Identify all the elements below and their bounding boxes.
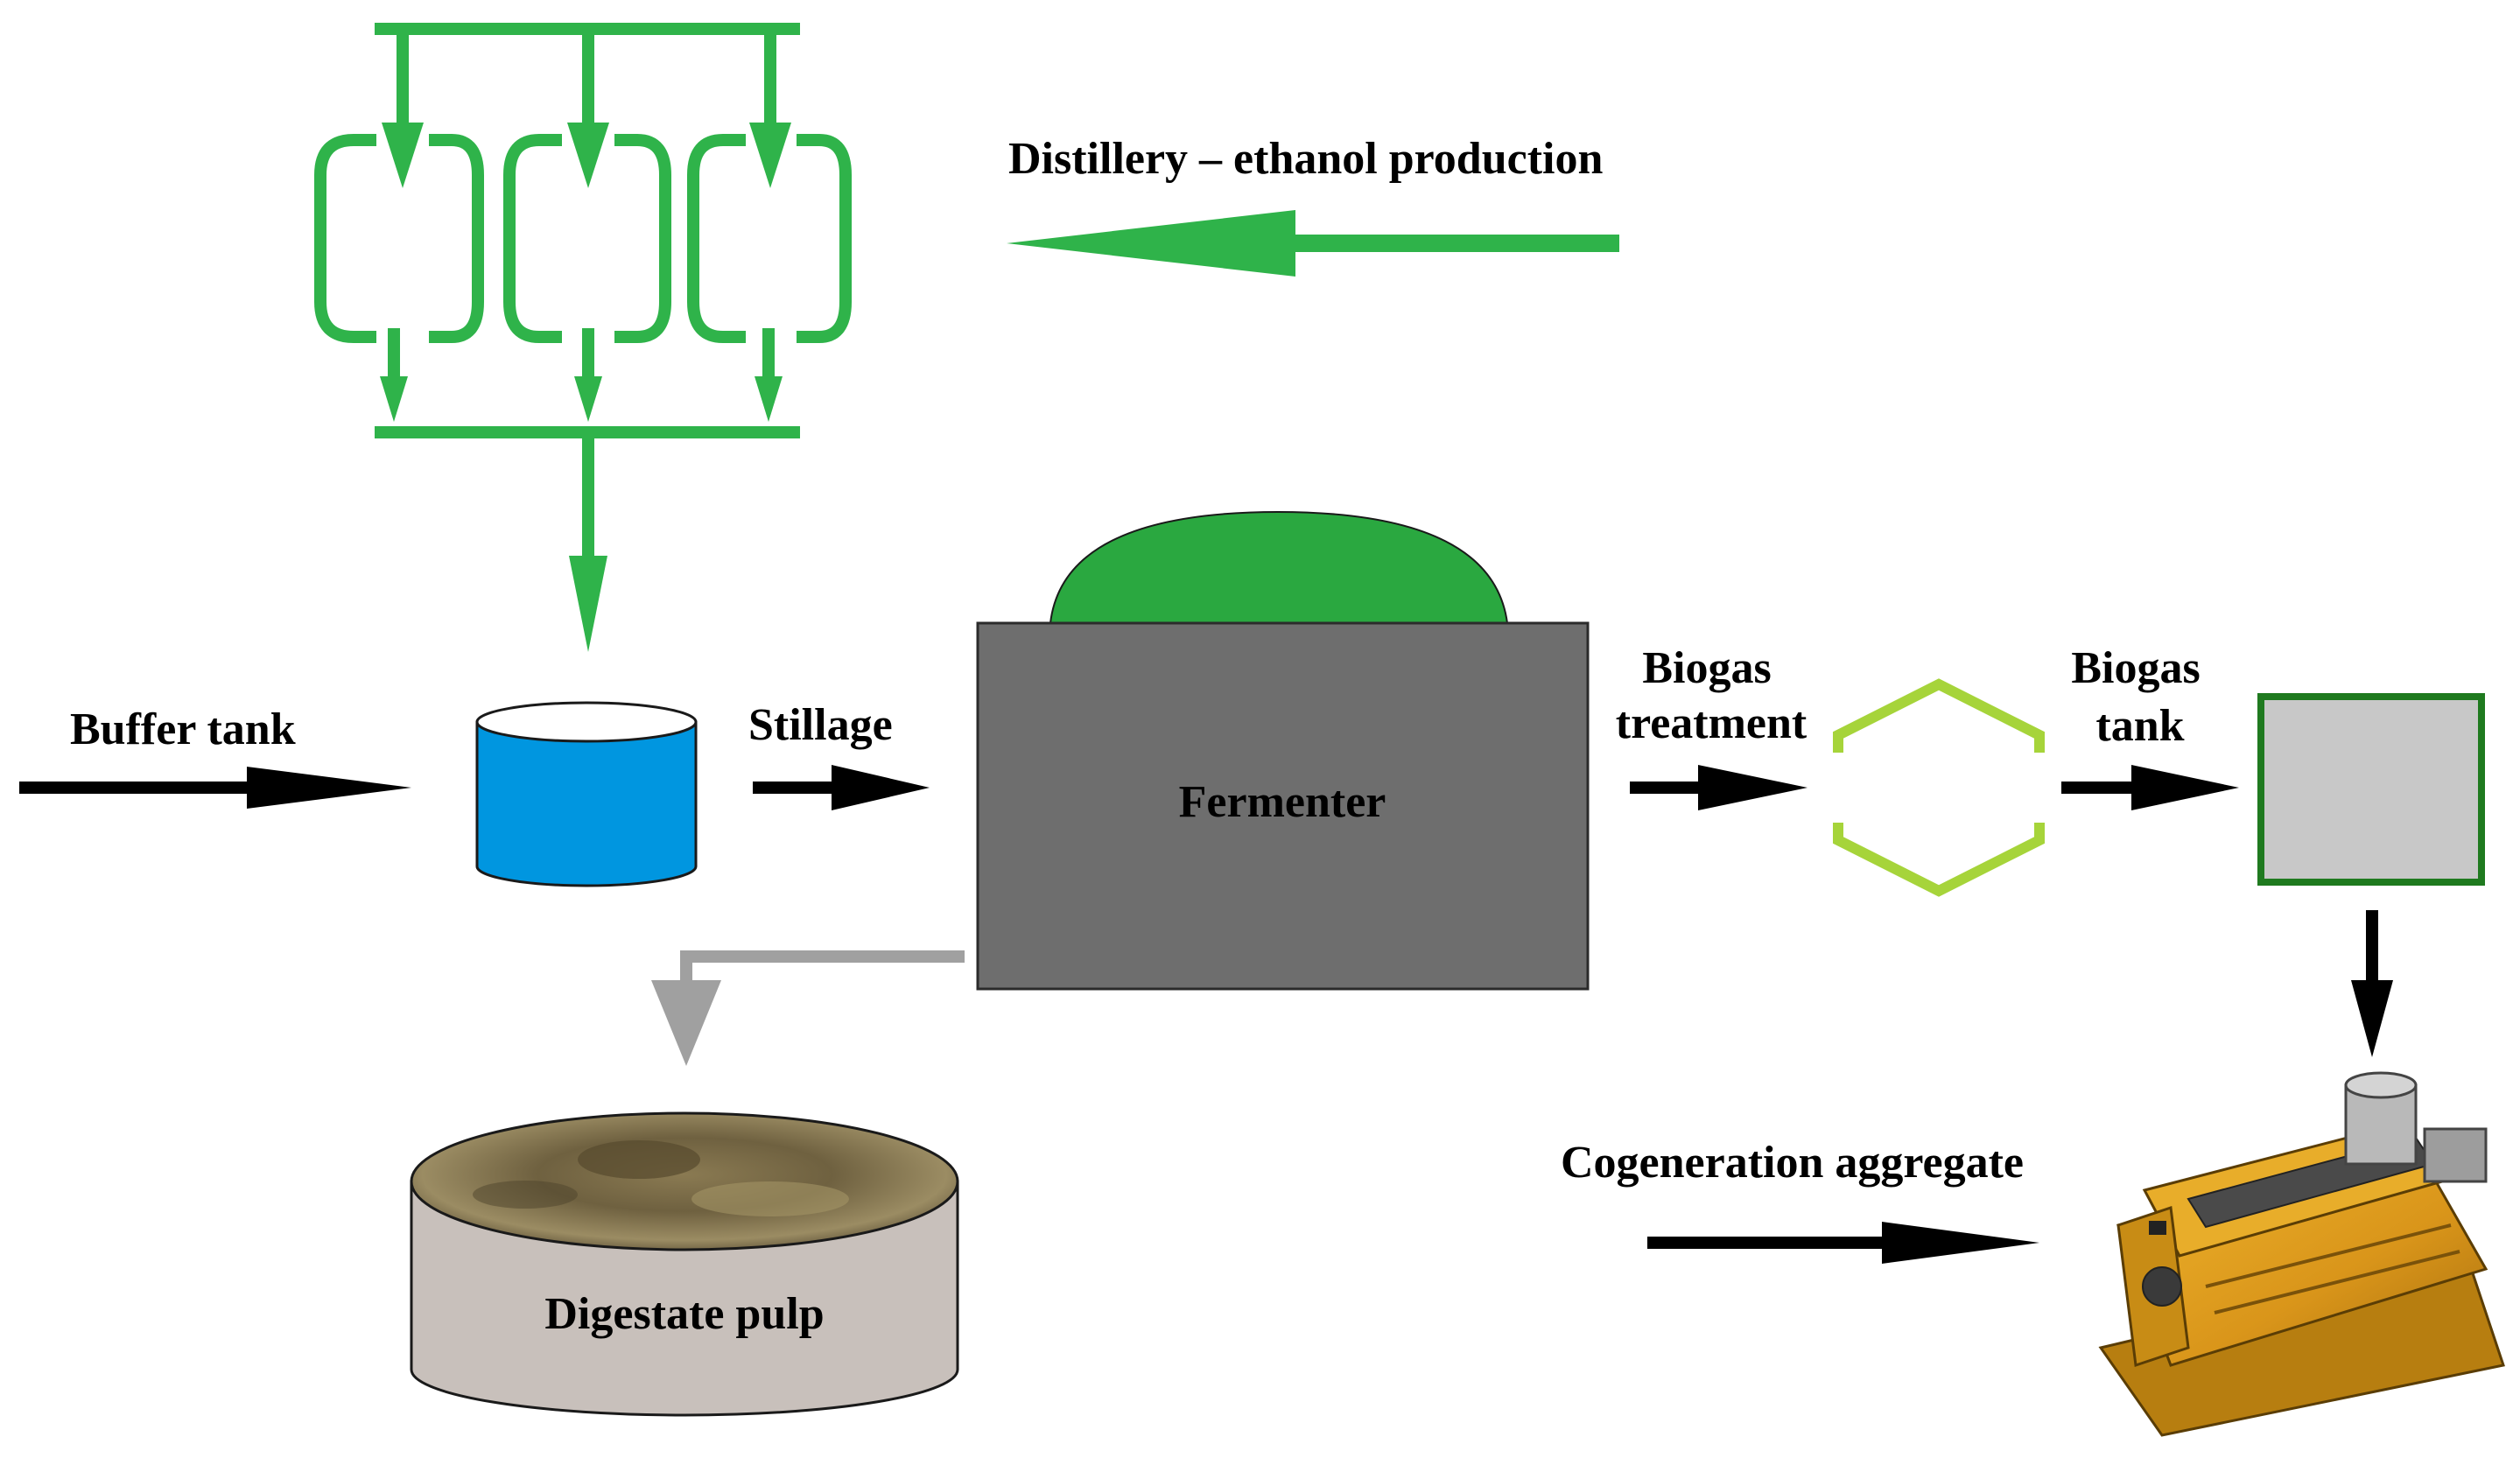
digestate-arrow: [651, 950, 965, 1066]
digestate-pulp-icon: [410, 1111, 959, 1417]
stillage-arrow: [753, 765, 930, 810]
engine-feed-arrow: [2351, 910, 2393, 1057]
biogas-tank-arrow: [2061, 765, 2239, 810]
stillage-label: Stillage: [748, 700, 893, 750]
biogas-tank-label-line1: Biogas: [2071, 643, 2200, 693]
digestate-pulp-label: Digestate pulp: [544, 1289, 824, 1339]
distillery-columns-icon: [314, 23, 852, 569]
fermenter-icon: [976, 510, 1590, 991]
cogeneration-label: Cogeneration aggregate: [1561, 1138, 2024, 1188]
biogas-tank-label-line2: tank: [2095, 701, 2184, 751]
biogas-treatment-label-line1: Biogas: [1642, 643, 1771, 693]
buffer-tank-icon: [475, 701, 698, 887]
biogas-treatment-label-line2: treatment: [1616, 698, 1808, 748]
biogas-tank-icon: [2257, 693, 2485, 886]
biogas-treatment-icon: [1833, 678, 2045, 897]
biogas-treatment-arrow: [1630, 765, 1808, 810]
fermenter-label: Fermenter: [1179, 777, 1386, 827]
cogeneration-arrow: [1647, 1222, 2039, 1264]
distillery-arrowheads: [380, 123, 791, 652]
cogeneration-engine-icon: [2098, 1071, 2505, 1437]
buffer-tank-label: Buffer tank: [70, 704, 296, 754]
distillery-label: Distillery – ethanol production: [1008, 134, 1603, 184]
buffer-tank-arrow: [19, 767, 411, 809]
distillery-arrow: [1007, 210, 1619, 277]
